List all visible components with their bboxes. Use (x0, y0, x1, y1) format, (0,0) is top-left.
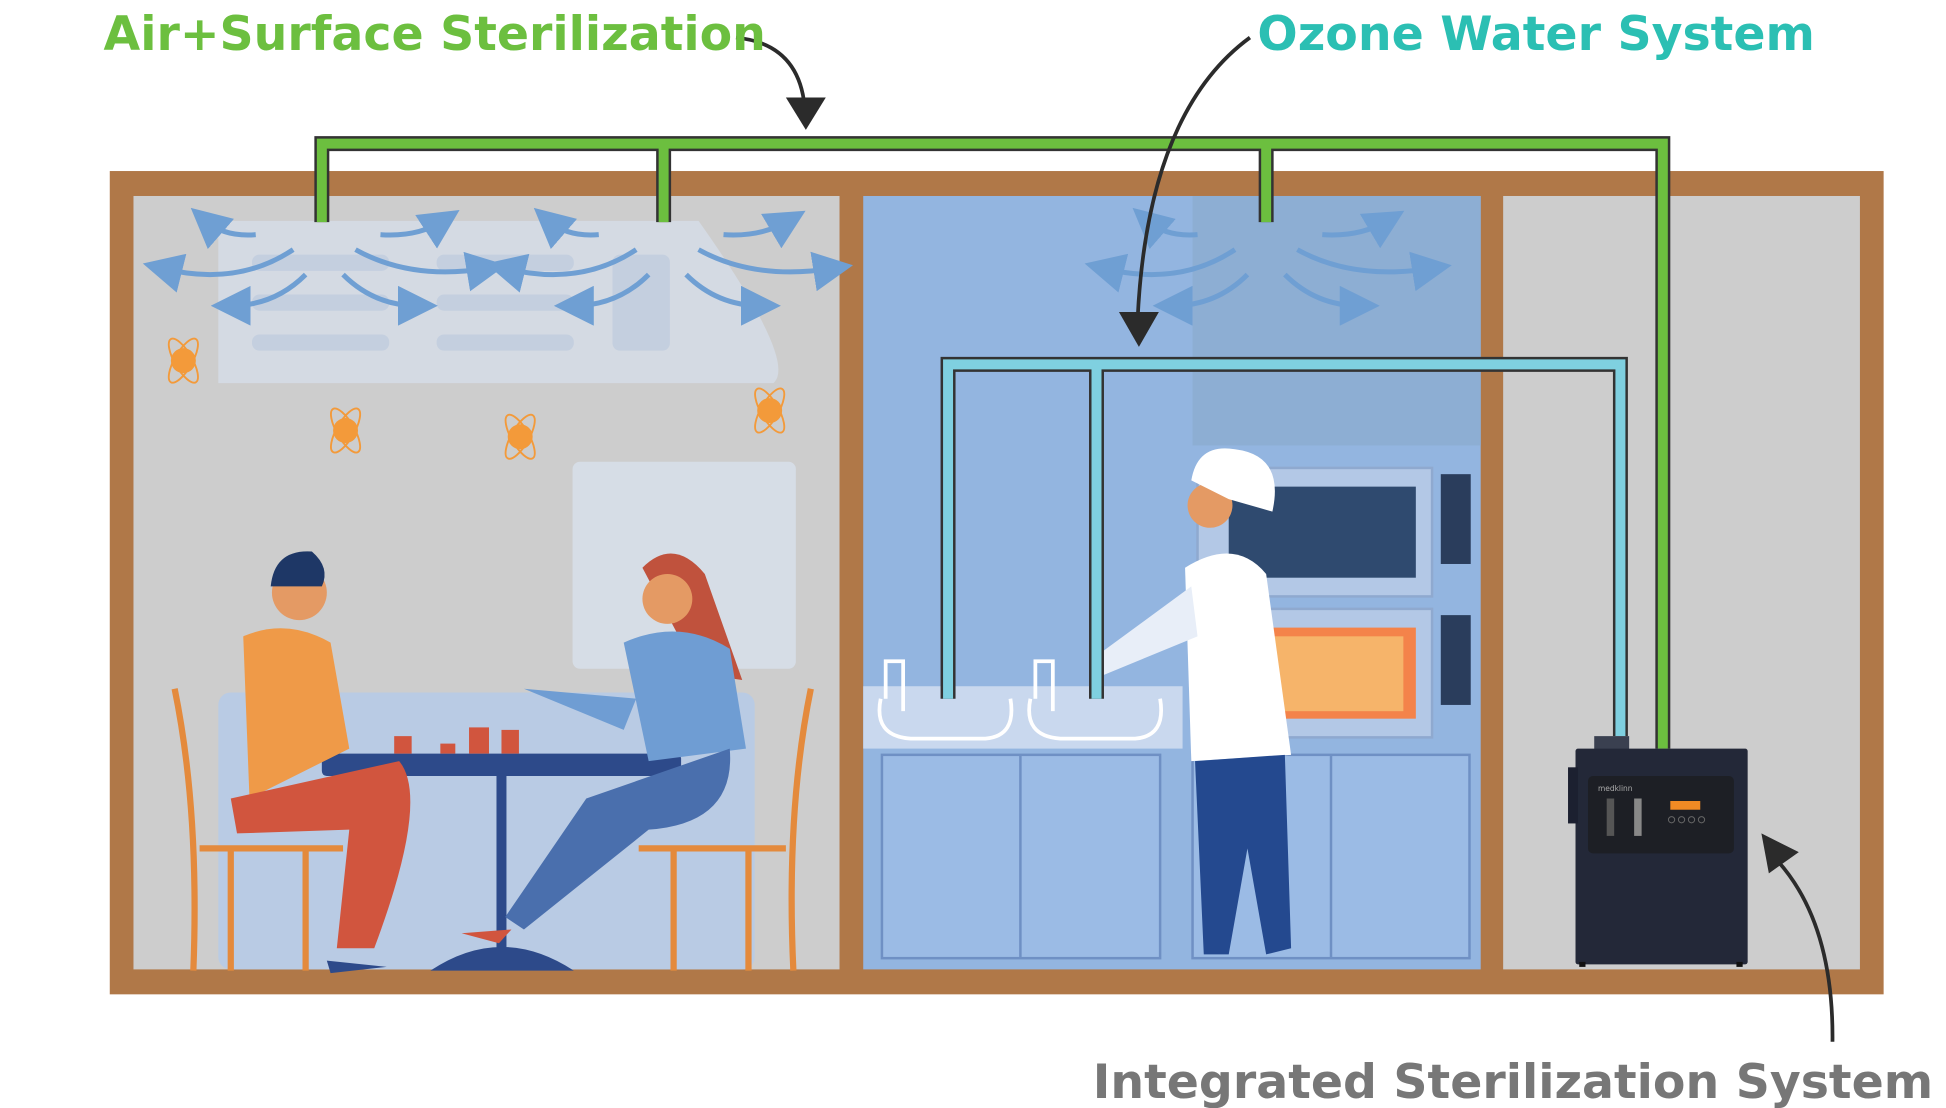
air-surface-sterilization-label: Air+Surface Sterilization (104, 7, 766, 62)
wall-panels (251, 254, 670, 351)
ovens (1196, 466, 1471, 739)
air-sterilization-pipe (314, 136, 1671, 749)
man-figure (230, 551, 411, 974)
airflow-arrows (142, 207, 1452, 326)
sinks (877, 659, 1163, 741)
cabinets (880, 753, 1471, 960)
cups (394, 727, 519, 754)
sterilization-device: medklinn (1568, 736, 1748, 967)
kitchen-wall-shade (1192, 195, 1481, 446)
integrated-sterilization-system-label: Integrated Sterilization System (1093, 1055, 1933, 1108)
control-panel (1587, 776, 1734, 854)
dining-table (321, 753, 682, 971)
chef-figure (1091, 448, 1292, 955)
display-screen (1670, 800, 1701, 810)
woman-figure (461, 553, 746, 944)
ozone-water-system-label: Ozone Water System (1257, 7, 1814, 62)
germ-particles (167, 337, 786, 460)
chairs (171, 688, 814, 971)
brand-logo: medklinn (1598, 784, 1633, 793)
arrow-heads (785, 97, 1799, 874)
ozone-water-pipe (940, 356, 1628, 737)
callout-arrows (735, 35, 1835, 1042)
